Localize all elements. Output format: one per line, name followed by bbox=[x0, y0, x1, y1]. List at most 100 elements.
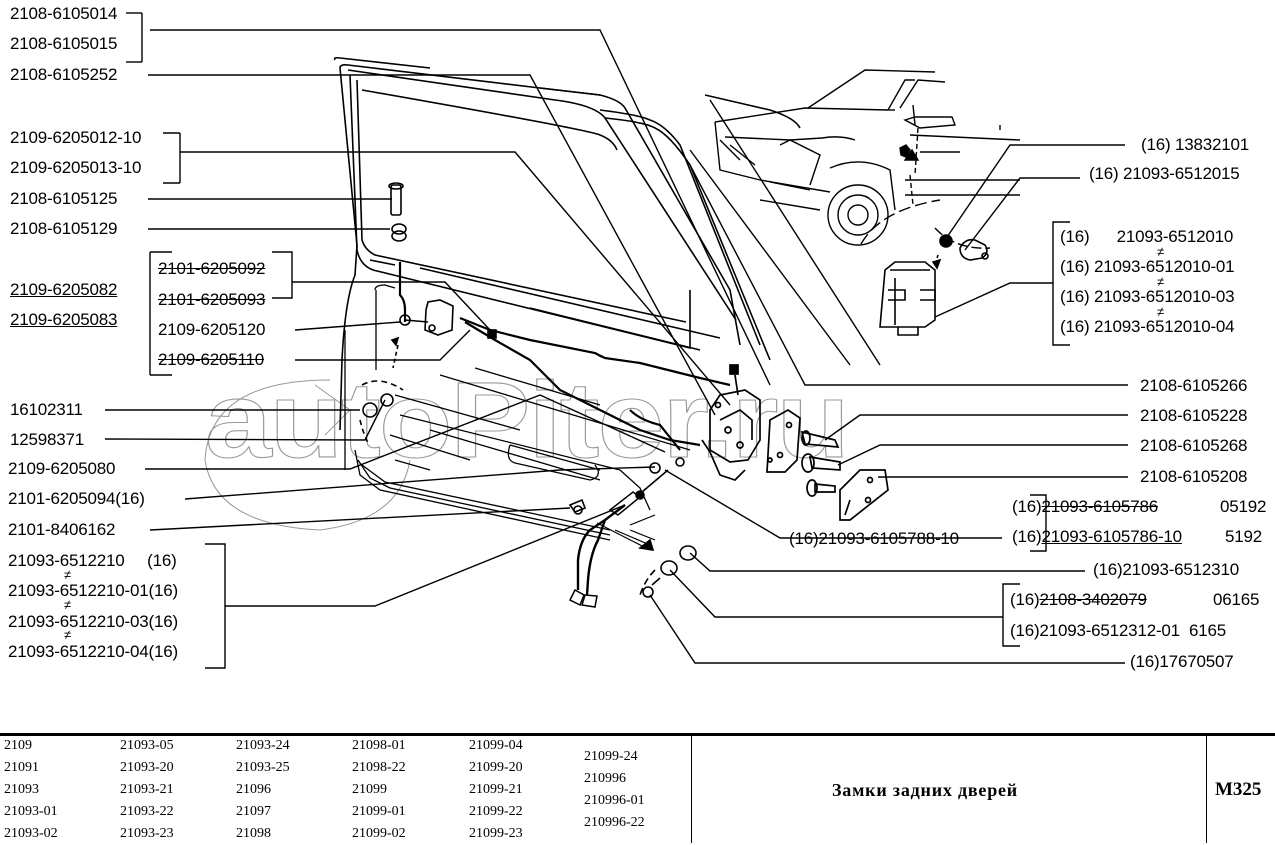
model-code: 21098 bbox=[236, 826, 271, 841]
part-number: 2108-3402079 bbox=[1039, 590, 1147, 609]
model-code: 21093-01 bbox=[4, 804, 58, 819]
model-column: 21099-04 21099-20 21099-21 21099-22 2109… bbox=[469, 735, 523, 845]
model-code: 21099-02 bbox=[352, 826, 406, 841]
model-code: 21093-05 bbox=[120, 738, 174, 753]
bolt-part bbox=[388, 182, 407, 242]
model-code: 21093-02 bbox=[4, 826, 58, 841]
striker-plate bbox=[766, 409, 801, 473]
section-code: M325 bbox=[1215, 779, 1262, 800]
part-suffix: 06165 bbox=[1213, 590, 1260, 609]
model-code: 21093-21 bbox=[120, 782, 174, 797]
not-interchangeable-symbol: ≠ bbox=[64, 597, 72, 612]
model-column: 21098-01 21098-22 21099 21099-01 21099-0… bbox=[352, 735, 406, 845]
part-label: 2108-6105266 bbox=[1140, 376, 1248, 395]
part-label: 2108-6105252 bbox=[10, 65, 118, 84]
relay-parts bbox=[879, 234, 989, 336]
model-code: 21097 bbox=[236, 804, 271, 819]
part-label: 21093-6512210-01(16) bbox=[8, 581, 178, 600]
model-code: 210996 bbox=[584, 771, 626, 786]
model-code: 21099-24 bbox=[584, 749, 638, 764]
model-code: 21098-22 bbox=[352, 760, 406, 775]
part-label: 2109-6205013-10 bbox=[10, 158, 142, 177]
column-divider bbox=[691, 736, 692, 843]
part-label: 21093-6512210-03(16) bbox=[8, 612, 178, 631]
watermark-logo bbox=[204, 379, 411, 531]
part-label: 12598371 bbox=[10, 430, 85, 449]
model-code: 21091 bbox=[4, 760, 39, 775]
rods bbox=[398, 262, 731, 451]
part-label: (16)21093-6105786 bbox=[1012, 497, 1158, 517]
leader-lines bbox=[104, 12, 1128, 669]
not-interchangeable-symbol: ≠ bbox=[1157, 304, 1165, 319]
part-label: 2108-6105129 bbox=[10, 219, 118, 238]
part-suffix: 05192 bbox=[1220, 497, 1267, 516]
part-label: (16) 21093-6512010 bbox=[1060, 227, 1234, 246]
part-number: 21093-6105786-10 bbox=[1041, 527, 1182, 546]
part-label: 2108-6105015 bbox=[10, 34, 118, 53]
exploded-diagram bbox=[104, 12, 1128, 669]
part-number: 21093-6105786 bbox=[1041, 497, 1158, 516]
column-divider bbox=[1206, 736, 1207, 843]
door-lock bbox=[701, 364, 761, 481]
model-code: 21093-20 bbox=[120, 760, 174, 775]
model-code: 210996-01 bbox=[584, 793, 645, 808]
part-label: (16) 21093-6512010-01 bbox=[1060, 257, 1235, 276]
model-code: 21099-22 bbox=[469, 804, 523, 819]
part-label: (16) 21093-6512010-04 bbox=[1060, 317, 1235, 336]
part-label: (16)21093-6512312-01 6165 bbox=[1010, 621, 1226, 640]
part-label: 21093-6512210-04(16) bbox=[8, 642, 178, 661]
part-label: 21093-6512210 (16) bbox=[8, 551, 177, 570]
model-code: 21096 bbox=[236, 782, 271, 797]
door-panel bbox=[344, 284, 691, 541]
model-code: 21093-24 bbox=[236, 738, 290, 753]
striker-screws bbox=[800, 430, 889, 521]
not-interchangeable-symbol: ≠ bbox=[64, 567, 72, 582]
lock-small-parts bbox=[568, 457, 697, 598]
door-frame bbox=[333, 56, 801, 431]
footer-table: 2109 21091 21093 21093-01 21093-02 21093… bbox=[0, 733, 1275, 843]
part-label: 2101-6205093 bbox=[158, 290, 266, 309]
part-label: (16)21093-6105788-10 bbox=[789, 529, 959, 548]
part-label: 2109-6205083 bbox=[10, 310, 118, 329]
model-column: 21093-05 21093-20 21093-21 21093-22 2109… bbox=[120, 735, 174, 845]
model-column: 21093-24 21093-25 21096 21097 21098 bbox=[236, 735, 290, 845]
model-code: 21098-01 bbox=[352, 738, 406, 753]
model-code: 21099-23 bbox=[469, 826, 523, 841]
part-label: (16) 21093-6512015 bbox=[1089, 164, 1240, 183]
model-code: 21093-22 bbox=[120, 804, 174, 819]
part-label: 2109-6205082 bbox=[10, 280, 118, 299]
part-label: 2109-6205110 bbox=[158, 350, 264, 369]
part-label: 2109-6205012-10 bbox=[10, 128, 142, 147]
part-suffix: 5192 bbox=[1225, 527, 1263, 546]
part-label: 2101-6205094(16) bbox=[8, 489, 145, 508]
part-label: (16) 21093-6512010-03 bbox=[1060, 287, 1235, 306]
part-label: 2108-6105208 bbox=[1140, 467, 1248, 486]
part-label: (16)17670507 bbox=[1130, 652, 1234, 671]
part-label: 2101-8406162 bbox=[8, 520, 116, 539]
lock-nuts bbox=[359, 380, 404, 446]
model-code: 21093-23 bbox=[120, 826, 174, 841]
part-label: 16102311 bbox=[10, 400, 83, 419]
part-label: (16)21093-6105786-10 bbox=[1012, 527, 1182, 547]
part-label: 2108-6105268 bbox=[1140, 436, 1248, 455]
model-code: 210996-22 bbox=[584, 815, 645, 830]
model-code: 21099-20 bbox=[469, 760, 523, 775]
part-prefix: (16) bbox=[1012, 497, 1042, 516]
part-prefix: (16) bbox=[1012, 527, 1042, 546]
part-prefix: (16) bbox=[1010, 590, 1040, 609]
part-label: (16)21093-6512310 bbox=[1093, 560, 1239, 579]
not-interchangeable-symbol: ≠ bbox=[1157, 244, 1165, 259]
part-label: (16) 13832101 bbox=[1141, 135, 1249, 154]
model-code: 21099-21 bbox=[469, 782, 523, 797]
model-code: 21099-04 bbox=[469, 738, 523, 753]
page-title: Замки задних дверей bbox=[832, 780, 1018, 800]
part-label: 2108-6105125 bbox=[10, 189, 118, 208]
part-label: 2101-6205092 bbox=[158, 259, 266, 278]
car-illustration bbox=[714, 69, 1021, 249]
model-column: 2109 21091 21093 21093-01 21093-02 bbox=[4, 735, 58, 845]
inside-handle bbox=[390, 299, 497, 369]
model-column: 21099-24 210996 210996-01 210996-22 bbox=[584, 746, 645, 834]
model-code: 21099 bbox=[352, 782, 387, 797]
model-code: 21099-01 bbox=[352, 804, 406, 819]
model-code: 21093 bbox=[4, 782, 39, 797]
